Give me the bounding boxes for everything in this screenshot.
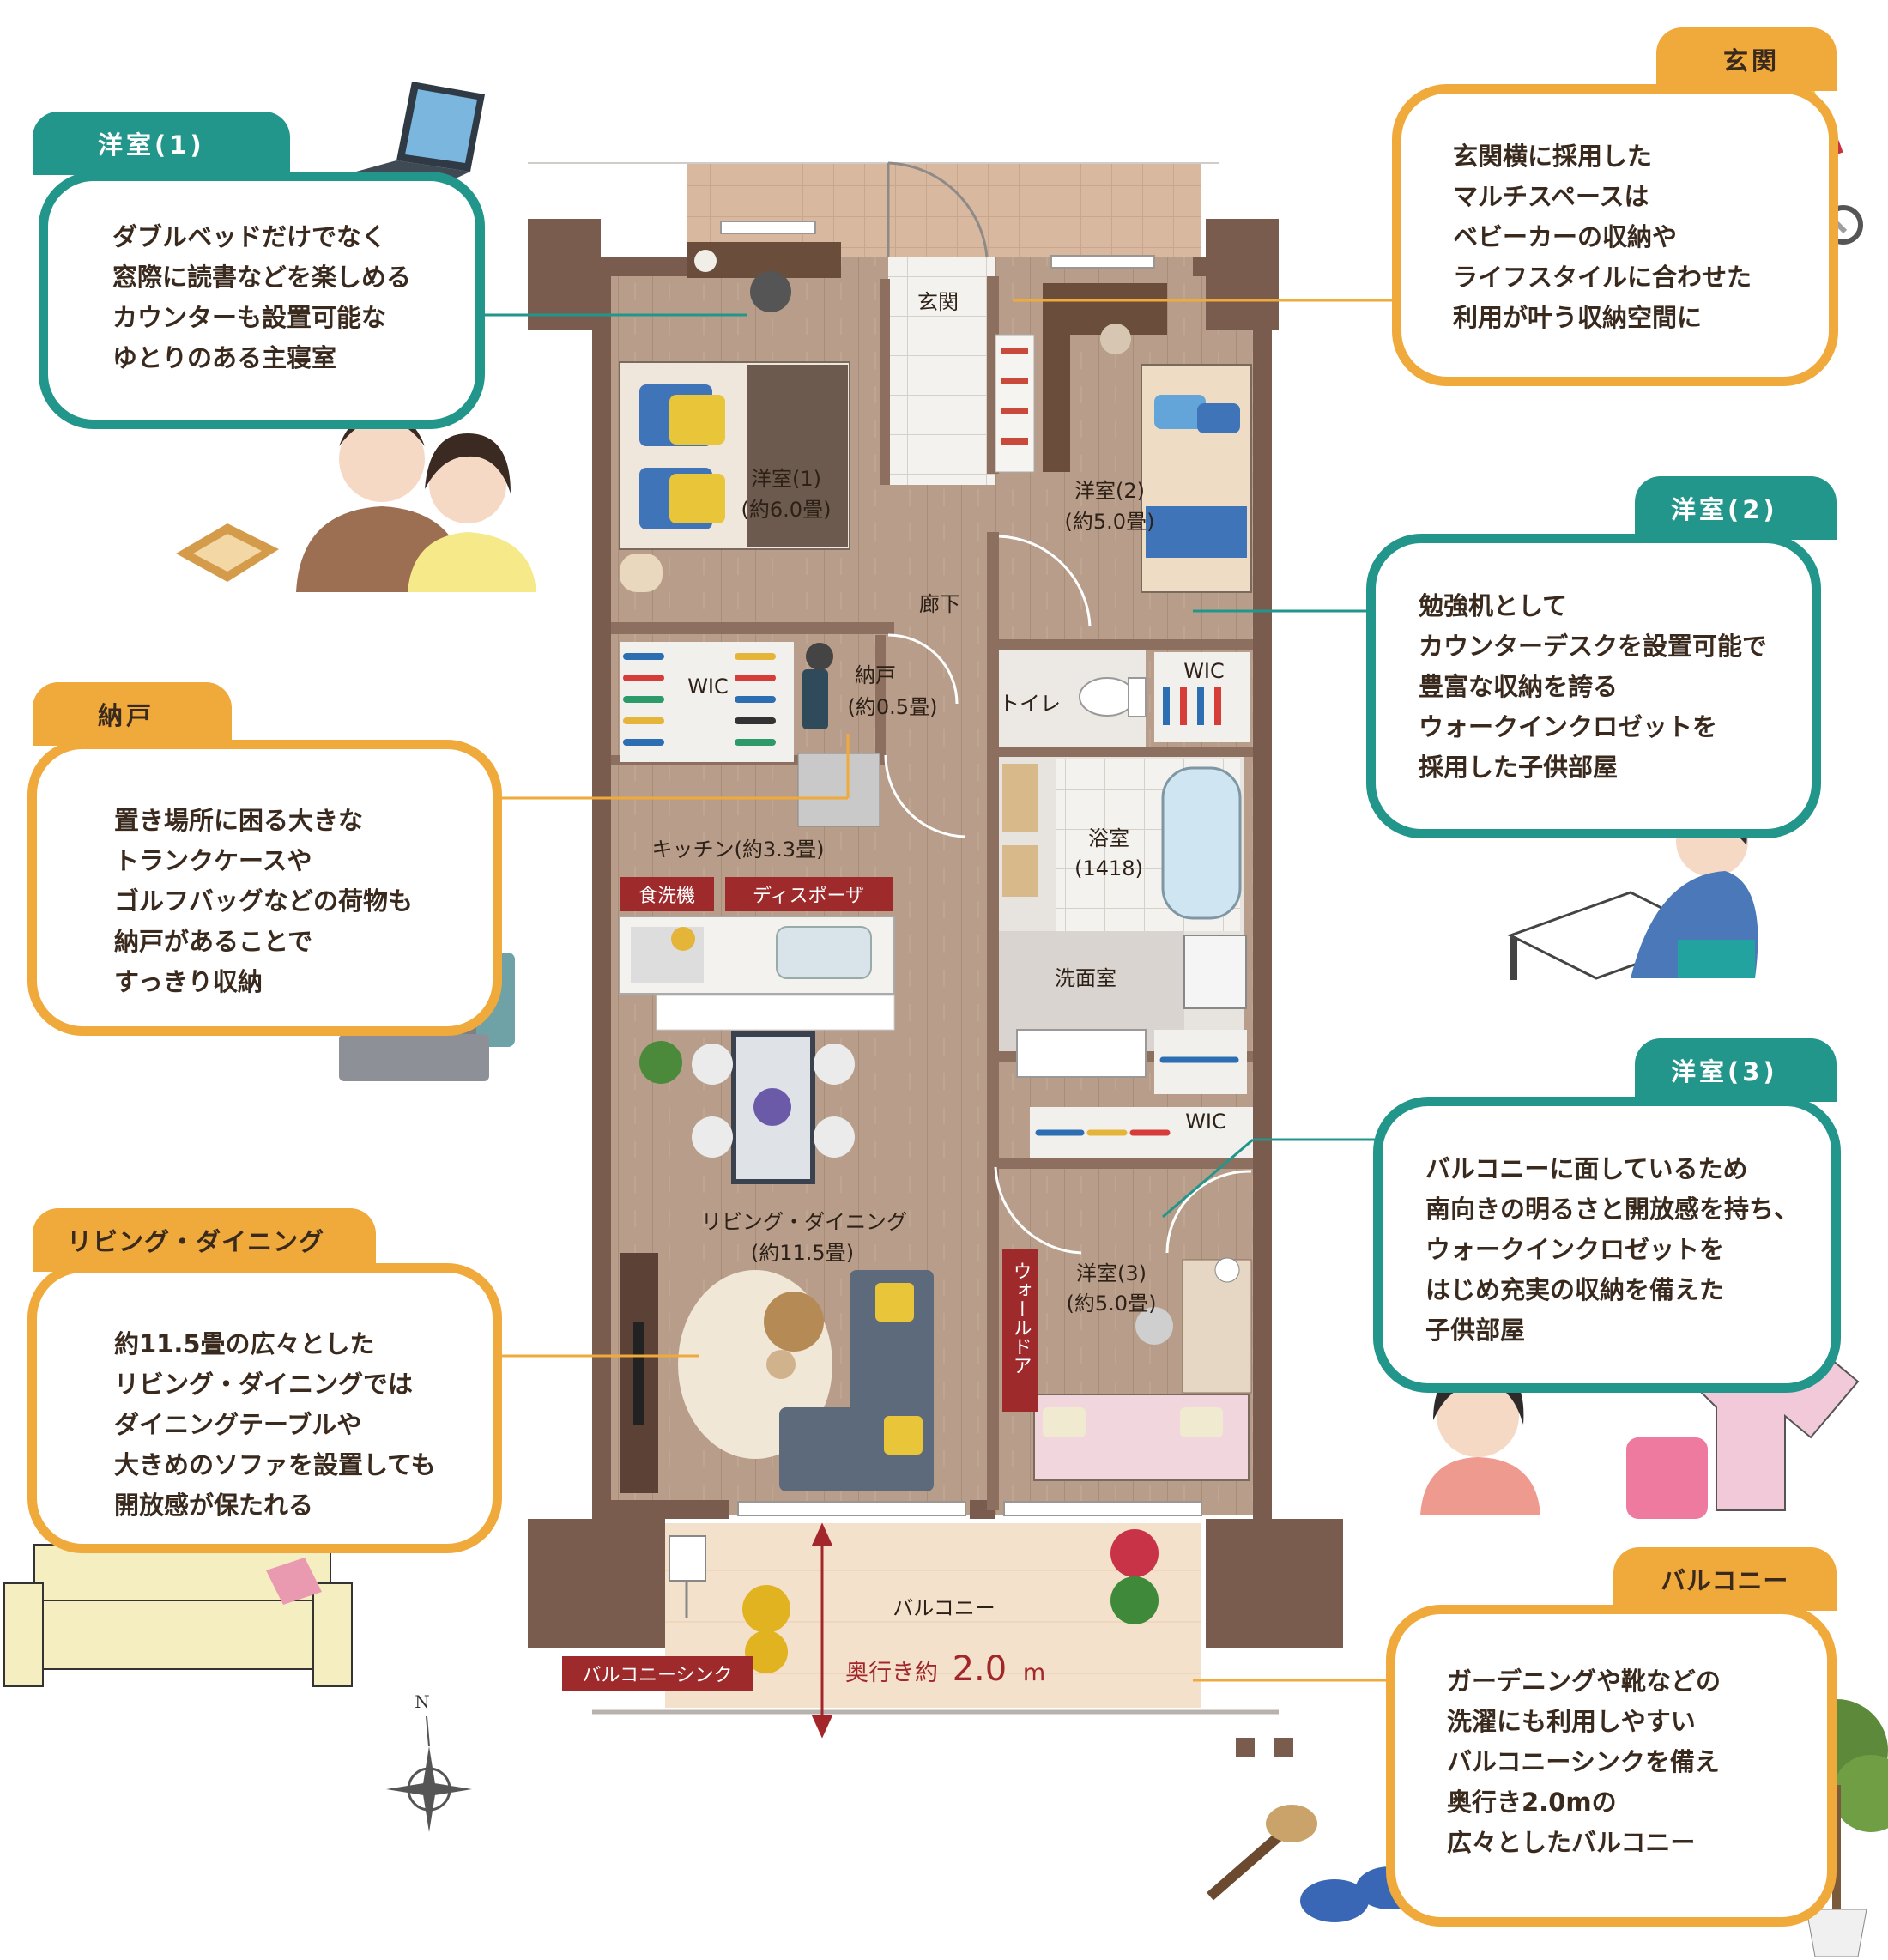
- callout-bedroom3-title: 洋室(3): [1635, 1038, 1837, 1102]
- tag-wall-door-text: ウォールドア: [1010, 1261, 1032, 1375]
- label-entrance: 玄関: [917, 290, 959, 314]
- depth-unit: m: [1023, 1660, 1045, 1686]
- depth-value: 2.0: [953, 1649, 1008, 1689]
- label-storage: 納戸: [855, 663, 896, 687]
- counter-desk-1: [687, 242, 841, 312]
- label-bedroom2: 洋室(2): [1074, 479, 1145, 503]
- label-washroom: 洗面室: [1055, 966, 1116, 990]
- label-toilet: トイレ: [999, 692, 1061, 716]
- callout-storage-title: 納戸: [33, 682, 232, 746]
- shoe-storage: [995, 283, 1167, 473]
- storage-items: [802, 643, 833, 729]
- label-storage-size: (約0.5畳): [848, 695, 938, 719]
- tag-disposer-text: ディスポーザ: [753, 886, 864, 907]
- depth-prefix: 奥行き約: [845, 1660, 938, 1686]
- label-kitchen: キッチン(約3.3畳): [652, 838, 825, 862]
- callout-bedroom3: バルコニーに面しているため 南向きの明るさと開放感を持ち、 ウォークインクロゼッ…: [1373, 1097, 1841, 1393]
- callout-living: 約11.5畳の広々とした リビング・ダイニングでは ダイニングテーブルや 大きめ…: [27, 1263, 502, 1553]
- compass-north-label: N: [415, 1691, 430, 1712]
- bedroom-3-furniture: [1033, 1257, 1252, 1481]
- couple-illustration: [296, 413, 536, 592]
- tag-balcony-sink: バルコニーシンク: [562, 1656, 753, 1691]
- single-bed-2: [1141, 364, 1252, 593]
- callout-bedroom1-text: ダブルベッドだけでなく 窓際に読書などを楽しめる カウンターも設置可能な ゆとり…: [112, 222, 412, 372]
- label-bath: 浴室: [1088, 826, 1129, 850]
- label-bedroom1: 洋室(1): [751, 467, 821, 491]
- wic-1-shelves: [620, 642, 794, 762]
- tag-dishwasher-text: 食洗機: [638, 886, 695, 907]
- callout-bedroom1: ダブルベッドだけでなく 窓際に読書などを楽しめる カウンターも設置可能な ゆとり…: [39, 172, 485, 429]
- wic-3-shelves: [1030, 1030, 1253, 1158]
- sofa-illustration: [3, 1544, 353, 1687]
- door-swings: [884, 535, 1252, 1255]
- double-bed: [619, 361, 850, 592]
- leader-lines: [481, 299, 1395, 1682]
- callout-bedroom3-text: バルコニーに面しているため 南向きの明るさと開放感を持ち、 ウォークインクロゼッ…: [1425, 1154, 1800, 1345]
- bathtub: [1002, 764, 1242, 920]
- callout-storage: 置き場所に困る大きな トランクケースや ゴルフバッグなどの荷物も 納戸があること…: [27, 740, 502, 1036]
- label-bedroom3-size: (約5.0畳): [1067, 1292, 1157, 1316]
- entrance-door[interactable]: [887, 161, 989, 258]
- tag-disposer: ディスポーザ: [725, 877, 893, 911]
- callout-bedroom2: 勉強机として カウンターデスクを設置可能で 豊富な収納を誇る ウォークインクロゼ…: [1366, 534, 1821, 838]
- callout-storage-text: 置き場所に困る大きな トランクケースや ゴルフバッグなどの荷物も 納戸があること…: [114, 806, 414, 996]
- callout-balcony: ガーデニングや靴などの 洗濯にも利用しやすい バルコニーシンクを備え 奥行き2.…: [1386, 1605, 1837, 1927]
- callout-bedroom2-text: 勉強机として カウンターデスクを設置可能で 豊富な収納を誇る ウォークインクロゼ…: [1419, 591, 1768, 782]
- label-bedroom2-size: (約5.0畳): [1065, 510, 1155, 534]
- tag-dishwasher: 食洗機: [620, 877, 714, 911]
- label-bedroom1-size: (約6.0畳): [741, 498, 832, 522]
- label-wic-2: WIC: [1183, 659, 1225, 683]
- callout-entrance: 玄関横に採用した マルチスペースは ベビーカーの収納や ライフスタイルに合わせた…: [1392, 84, 1838, 386]
- book-icon: [176, 523, 279, 582]
- washing-machine: [1183, 935, 1247, 1009]
- label-bedroom3: 洋室(3): [1076, 1261, 1147, 1285]
- depth-arrow: [811, 1522, 833, 1739]
- balcony-flowers: [742, 1529, 1159, 1673]
- label-balcony: バルコニー: [893, 1596, 995, 1620]
- callout-balcony-text: ガーデニングや靴などの 洗濯にも利用しやすい バルコニーシンクを備え 奥行き2.…: [1447, 1667, 1722, 1857]
- callout-bedroom1-title: 洋室(1): [33, 112, 290, 175]
- callout-entrance-title: 玄関: [1656, 27, 1837, 91]
- entrance-tile: [888, 257, 995, 485]
- toilet-fixture: [1079, 677, 1147, 717]
- label-wic-1: WIC: [687, 675, 729, 699]
- student-illustration: [1507, 801, 1758, 980]
- outer-walls: [528, 219, 1343, 1648]
- tag-balcony-sink-text: バルコニーシンク: [582, 1665, 732, 1686]
- callout-entrance-text: 玄関横に採用した マルチスペースは ベビーカーの収納や ライフスタイルに合わせた…: [1453, 142, 1752, 332]
- label-wic-3: WIC: [1185, 1110, 1226, 1134]
- tag-wall-door: ウォールドア: [1002, 1249, 1038, 1412]
- callout-living-text: 約11.5畳の広々とした リビング・ダイニングでは ダイニングテーブルや 大きめ…: [114, 1329, 436, 1520]
- fridge: [797, 753, 880, 827]
- compass-icon: N: [386, 1691, 472, 1832]
- living-furniture: [620, 1253, 934, 1493]
- callout-bedroom2-title: 洋室(2): [1635, 476, 1837, 540]
- label-living-size: (約11.5畳): [751, 1241, 854, 1265]
- callout-balcony-title: バルコニー: [1613, 1547, 1837, 1611]
- label-living: リビング・ダイニング: [701, 1210, 907, 1234]
- vanity: [1016, 1029, 1147, 1078]
- porch-area: [687, 163, 1201, 257]
- callout-living-title: リビング・ダイニング: [33, 1208, 376, 1272]
- label-hallway: 廊下: [919, 592, 960, 616]
- windows: [720, 221, 1202, 1516]
- balcony-sink-fixture: [669, 1535, 706, 1618]
- wic-2-shelves: [1154, 652, 1250, 742]
- dining-table: [639, 1031, 855, 1184]
- kitchen-counter: [619, 916, 895, 1031]
- depth-label: 奥行き約 2.0 m: [845, 1649, 1045, 1689]
- label-bath-size: (1418): [1074, 856, 1143, 880]
